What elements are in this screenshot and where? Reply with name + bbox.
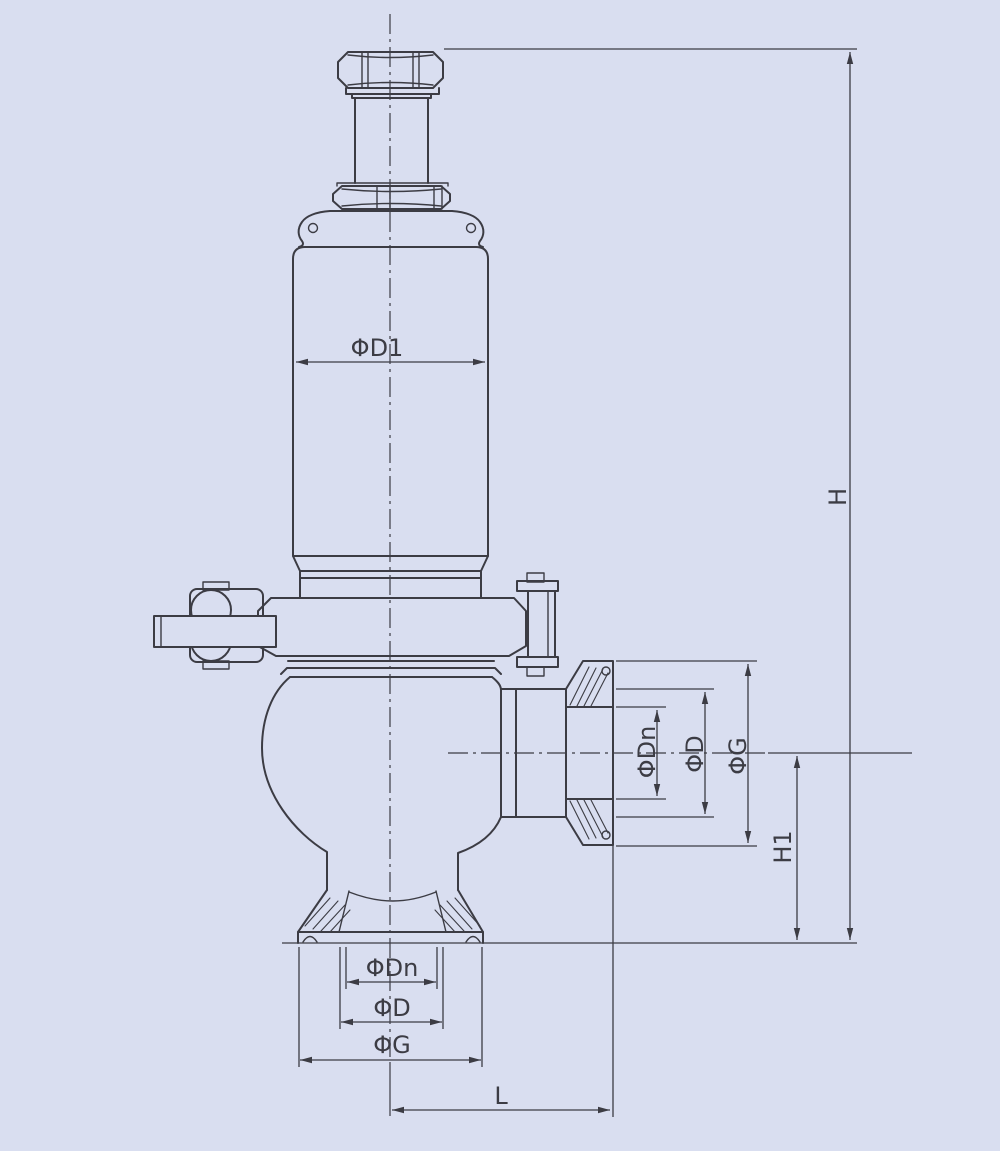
bottom-port [297, 889, 484, 944]
weld-bead [302, 935, 481, 943]
section-hatch [569, 799, 609, 840]
lug-hole-left [307, 222, 319, 234]
dim-label-side-phi-dn: ΦDn [633, 726, 661, 779]
ferrule-joint [280, 660, 502, 678]
dimension-overall-height: H [282, 48, 857, 944]
section-hatch [304, 897, 351, 933]
dim-label-l: L [494, 1082, 508, 1110]
lock-nut [332, 182, 451, 210]
dim-label-h1: H1 [769, 830, 797, 863]
lug-hole-right [465, 222, 477, 234]
bonnet-lugs [297, 210, 485, 248]
dim-label-bottom-phi-d: ΦD [373, 994, 410, 1022]
seat-curve [348, 891, 437, 902]
clamp-bolt-bar [153, 615, 277, 648]
section-hatch [569, 666, 609, 707]
dim-label-side-phi-d: ΦD [681, 735, 709, 772]
stem [354, 97, 429, 184]
side-port [500, 660, 614, 846]
dim-label-bottom-phi-g: ΦG [373, 1031, 411, 1059]
dimension-actuator-diameter: ΦD1 [296, 334, 485, 366]
dim-label-side-phi-g: ΦG [724, 737, 752, 775]
clamp-wing-nut [153, 581, 277, 670]
dim-label-bottom-phi-dn: ΦDn [366, 954, 419, 982]
hex-cap-nut [337, 51, 444, 99]
dimension-side-port-diameters: ΦDn ΦD ΦG [616, 660, 757, 847]
dimension-length: L [392, 845, 614, 1117]
dimension-side-port-height: H1 [769, 756, 801, 940]
dimension-bottom-port-diameters: ΦDn ΦD ΦG [298, 947, 483, 1067]
dim-label-h: H [824, 488, 852, 506]
section-hatch [434, 897, 481, 933]
dim-label-phi-d1: ΦD1 [351, 334, 404, 362]
actuator-body [292, 246, 489, 598]
clamp-hinge [516, 572, 559, 677]
